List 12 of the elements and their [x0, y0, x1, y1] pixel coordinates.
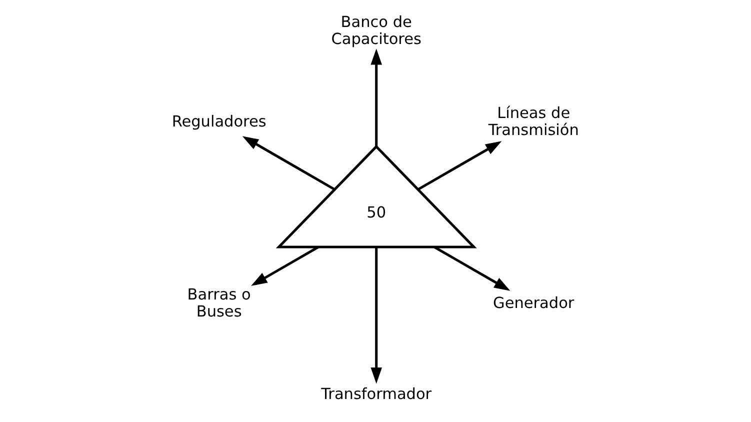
- node-text: Transformador: [321, 384, 432, 403]
- node-text: Generador: [493, 294, 574, 312]
- arrow: [251, 246, 319, 286]
- arrow: [434, 246, 510, 291]
- node-text: Barras o Buses: [187, 286, 251, 321]
- node-text: Reguladores: [172, 112, 266, 130]
- arrow: [370, 48, 382, 146]
- arrow: [242, 136, 336, 191]
- arrow: [417, 141, 502, 191]
- node-text: Banco de Capacitores: [331, 13, 422, 48]
- arrow: [370, 247, 382, 384]
- node-text: Líneas de Transmisión: [488, 104, 579, 139]
